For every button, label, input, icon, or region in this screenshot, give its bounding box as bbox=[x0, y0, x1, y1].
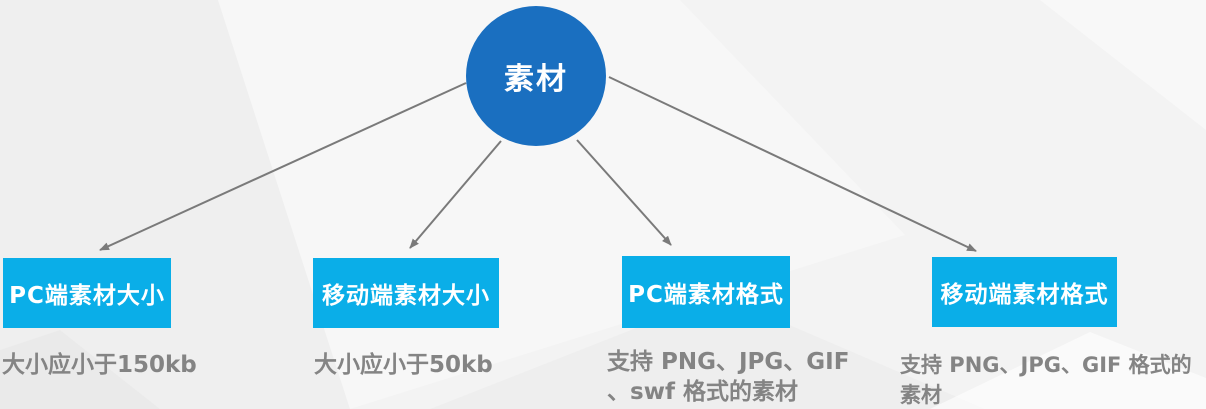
node-mobile-material-format[interactable]: 移动端素材格式 bbox=[932, 257, 1117, 327]
desc-pc-material-format: 支持 PNG、JPG、GIF 、swf 格式的素材 bbox=[607, 349, 850, 405]
node-mobile-material-size[interactable]: 移动端素材大小 bbox=[313, 258, 499, 328]
node-label: 移动端素材大小 bbox=[322, 283, 490, 309]
desc-pc-material-size: 大小应小于150kb bbox=[2, 352, 197, 378]
node-pc-material-format[interactable]: PC端素材格式 bbox=[622, 256, 790, 328]
facet-shape bbox=[1040, 0, 1206, 130]
node-label: 移动端素材格式 bbox=[940, 282, 1109, 308]
node-pc-material-size[interactable]: PC端素材大小 bbox=[3, 258, 171, 328]
node-label: PC端素材大小 bbox=[9, 283, 165, 309]
desc-mobile-material-size: 大小应小于50kb bbox=[314, 352, 493, 378]
facet-shape bbox=[930, 332, 1206, 409]
desc-mobile-material-format: 支持 PNG、JPG、GIF 格式的素材 bbox=[900, 353, 1192, 407]
root-node-label: 素材 bbox=[504, 62, 568, 97]
node-label: PC端素材格式 bbox=[628, 282, 784, 308]
root-node[interactable]: 素材 bbox=[466, 6, 606, 146]
